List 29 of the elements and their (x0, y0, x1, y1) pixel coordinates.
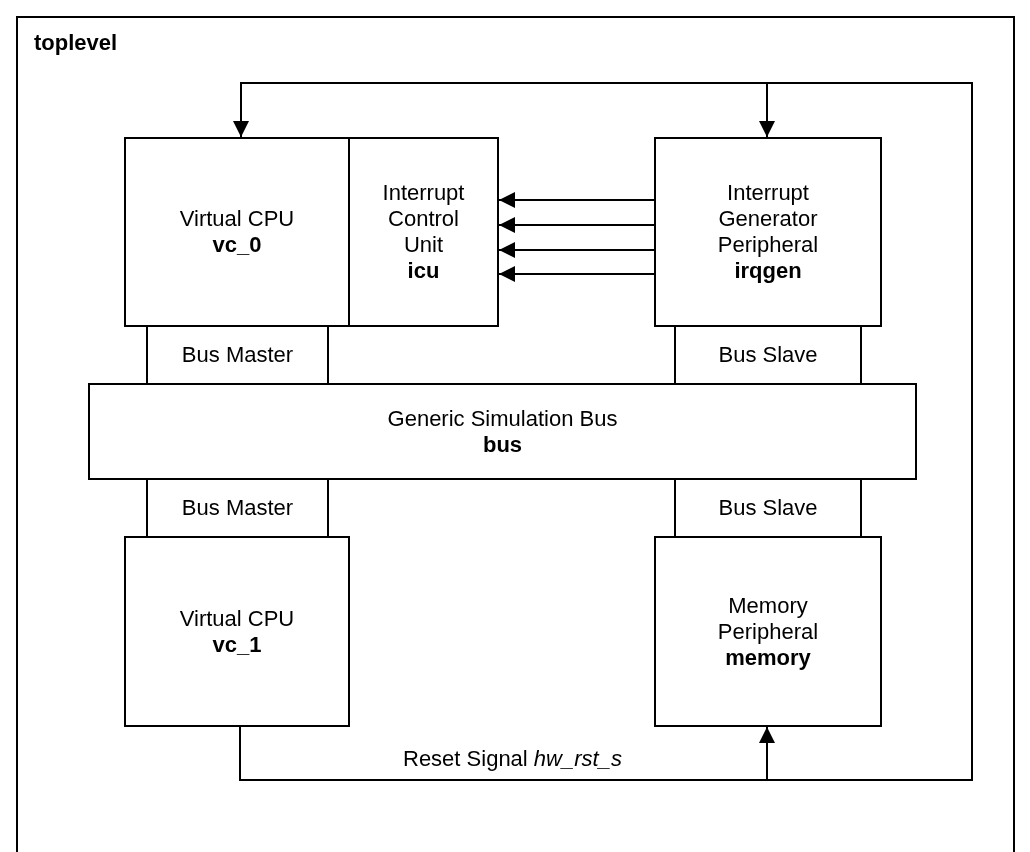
component-label: Generic Simulation Bus (387, 405, 618, 432)
port-box (146, 325, 329, 385)
instance-name: irqgen (734, 258, 802, 284)
component-label: Bus Master (181, 495, 294, 521)
instance-name: vc_0 (212, 232, 262, 258)
component-label: Virtual CPU (179, 206, 295, 232)
port-box (674, 478, 862, 538)
instance-name: vc_1 (212, 631, 262, 658)
arrow (239, 726, 775, 781)
component-box (124, 536, 350, 727)
arrow (498, 266, 655, 282)
instance-name: bus (482, 431, 523, 458)
arrow (498, 217, 655, 233)
component-label: Virtual CPU (179, 605, 295, 632)
container-title: toplevel (34, 30, 118, 56)
arrow (498, 192, 655, 208)
component-label: Bus Master (181, 342, 294, 368)
instance-name: memory (725, 644, 811, 671)
instance-name: icu (407, 258, 440, 284)
component-box (654, 137, 882, 327)
component-box (654, 536, 882, 727)
component-label: Bus Slave (718, 342, 818, 368)
port-box (146, 478, 329, 538)
component-box (124, 137, 350, 327)
component-label: Bus Slave (718, 495, 818, 521)
arrow (498, 242, 655, 258)
bus-box (88, 383, 917, 480)
component-box (348, 137, 499, 327)
port-box (674, 325, 862, 385)
